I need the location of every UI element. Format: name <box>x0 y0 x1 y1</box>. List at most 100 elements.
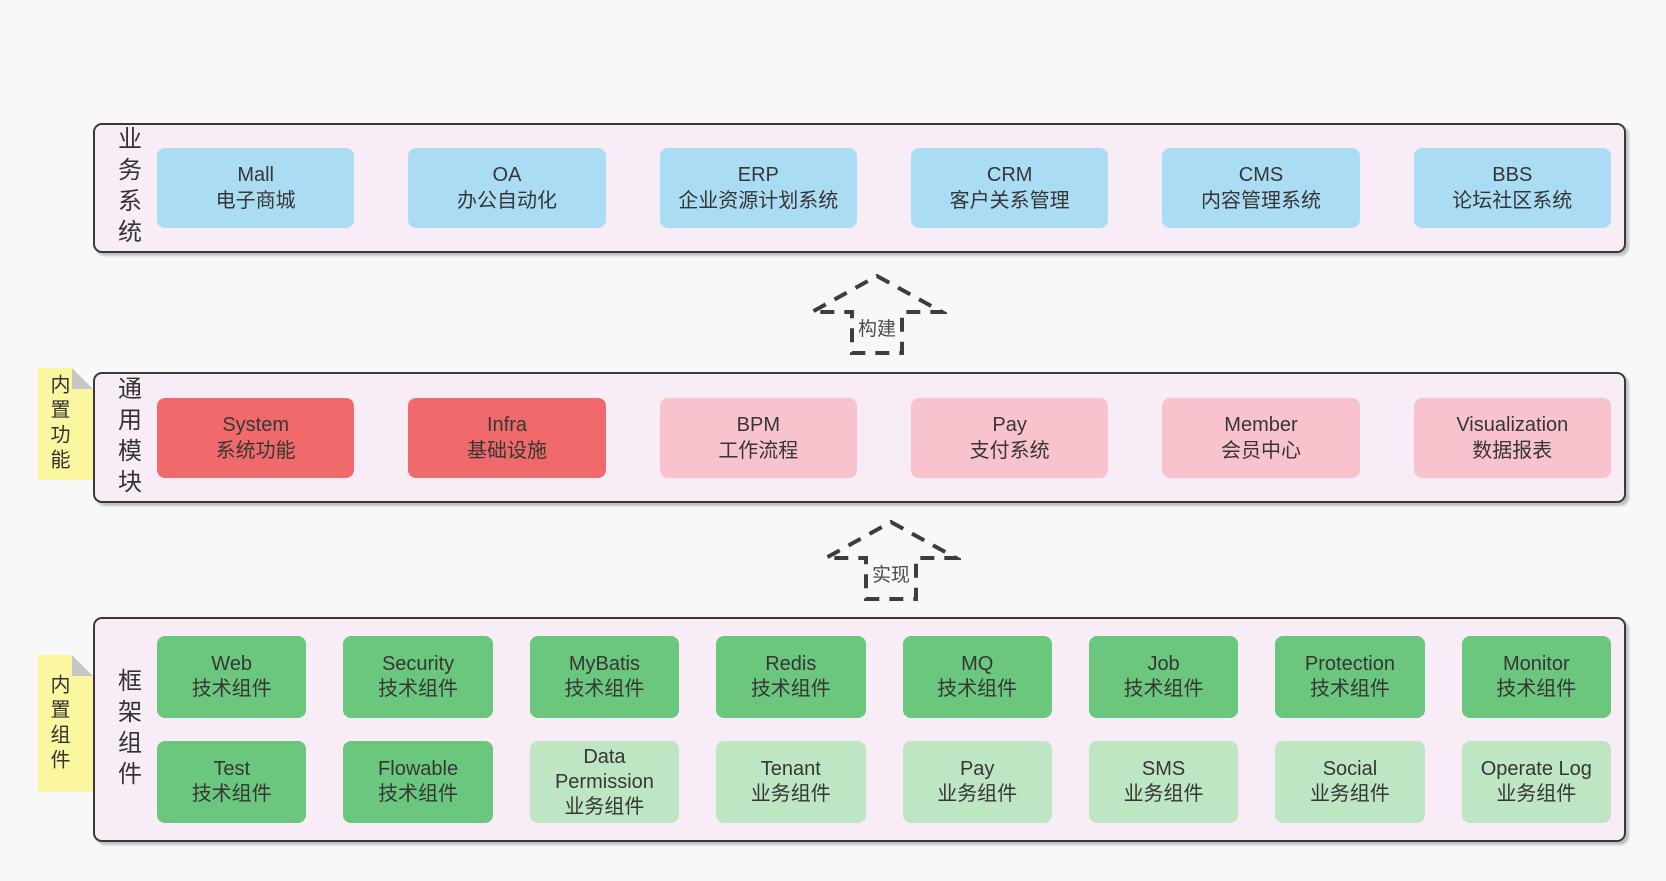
box-web: Web 技术组件 <box>157 636 307 718</box>
box-subtitle: 企业资源计划系统 <box>678 190 839 212</box>
framework-row-1: Web 技术组件 Security 技术组件 MyBatis 技术组件 Redi… <box>157 636 1611 718</box>
box-infra: Infra 基础设施 <box>408 397 606 478</box>
box-subtitle: 技术组件 <box>1496 678 1577 700</box>
box-title: Test <box>213 758 251 780</box>
box-subtitle: 技术组件 <box>1309 678 1390 700</box>
section-title-modules: 通用模块 <box>113 375 141 500</box>
box-mall: Mall 电子商城 <box>157 148 355 228</box>
box-pay-component: Pay 业务组件 <box>902 741 1052 823</box>
box-data-permission: Data Permission 业务组件 <box>529 741 680 823</box>
box-subtitle: 业务组件 <box>1309 783 1390 805</box>
box-subtitle: 技术组件 <box>750 678 831 700</box>
box-monitor: Monitor 技术组件 <box>1461 636 1611 718</box>
box-title: BPM <box>736 413 780 436</box>
box-subtitle: 业务组件 <box>937 783 1018 805</box>
box-title: Protection <box>1304 653 1395 675</box>
sticky-label: 内置组件 <box>47 673 69 774</box>
box-subtitle: 客户关系管理 <box>949 190 1070 212</box>
box-title: Member <box>1224 413 1298 436</box>
box-subtitle: 数据报表 <box>1472 439 1553 462</box>
sticky-label: 内置功能 <box>47 374 69 474</box>
box-operate-log: Operate Log 业务组件 <box>1461 741 1611 823</box>
box-title: CMS <box>1238 164 1284 186</box>
box-crm: CRM 客户关系管理 <box>910 148 1109 228</box>
section-title-framework: 框架组件 <box>113 667 141 792</box>
box-subtitle: 技术组件 <box>191 678 272 700</box>
box-title: Monitor <box>1502 653 1570 675</box>
box-subtitle: 基础设施 <box>466 439 547 462</box>
box-protection: Protection 技术组件 <box>1275 636 1425 718</box>
box-subtitle: 业务组件 <box>1123 783 1204 805</box>
box-title: Web <box>211 653 253 675</box>
box-pay: Pay 支付系统 <box>910 397 1109 478</box>
sticky-note-builtin-features: 内置功能 <box>38 368 93 480</box>
box-subtitle: 技术组件 <box>1123 678 1204 700</box>
box-mybatis: MyBatis 技术组件 <box>529 636 680 718</box>
arrow-up-implement: 实现 <box>821 518 961 602</box>
box-title: ERP <box>737 164 779 186</box>
box-title: Flowable <box>378 758 459 780</box>
box-subtitle: 论坛社区系统 <box>1452 190 1573 212</box>
section-title-business: 业务系统 <box>113 126 141 250</box>
dashed-up-arrow-icon <box>821 519 961 601</box>
box-title: Infra <box>486 413 527 436</box>
box-job: Job 技术组件 <box>1088 636 1239 718</box>
box-bpm: BPM 工作流程 <box>659 397 857 478</box>
box-erp: ERP 企业资源计划系统 <box>659 148 857 228</box>
box-title: Data Permission <box>554 745 654 793</box>
dashed-up-arrow-icon <box>807 273 947 355</box>
box-system: System 系统功能 <box>157 397 355 478</box>
box-subtitle: 业务组件 <box>564 795 645 818</box>
box-subtitle: 技术组件 <box>191 783 272 805</box>
box-title: Pay <box>959 758 995 780</box>
box-subtitle: 办公自动化 <box>456 190 557 212</box>
box-subtitle: 技术组件 <box>937 678 1018 700</box>
modules-box-row: System 系统功能 Infra 基础设施 BPM 工作流程 Pay 支付系统… <box>157 374 1611 501</box>
box-mq: MQ 技术组件 <box>902 636 1052 718</box>
sticky-note-builtin-components: 内置组件 <box>38 655 93 792</box>
framework-box-grid: Web 技术组件 Security 技术组件 MyBatis 技术组件 Redi… <box>157 619 1611 840</box>
folded-corner-icon <box>72 368 93 389</box>
box-title: Security <box>381 653 455 675</box>
box-subtitle: 技术组件 <box>378 678 459 700</box>
box-tenant: Tenant 业务组件 <box>716 741 866 823</box>
box-title: Pay <box>992 413 1027 436</box>
arrow-label-implement: 实现 <box>867 559 915 588</box>
box-title: Social <box>1322 758 1378 780</box>
box-subtitle: 业务组件 <box>750 783 831 805</box>
box-flowable: Flowable 技术组件 <box>343 741 493 823</box>
box-test: Test 技术组件 <box>157 741 307 823</box>
box-title: Visualization <box>1456 413 1569 436</box>
box-title: Job <box>1147 653 1180 675</box>
box-title: Tenant <box>760 758 821 780</box>
section-business-systems: 业务系统 Mall 电子商城 OA 办公自动化 ERP 企业资源计划系统 CRM… <box>93 123 1626 253</box>
box-security: Security 技术组件 <box>343 636 493 718</box>
box-subtitle: 工作流程 <box>718 439 799 462</box>
box-redis: Redis 技术组件 <box>716 636 866 718</box>
box-sms: SMS 业务组件 <box>1088 741 1239 823</box>
section-framework-components: 框架组件 Web 技术组件 Security 技术组件 MyBatis 技术组件… <box>93 617 1626 842</box>
box-subtitle: 电子商城 <box>215 190 296 212</box>
box-subtitle: 技术组件 <box>564 678 645 700</box>
box-title: Mall <box>237 164 274 186</box>
box-title: Redis <box>765 653 817 675</box>
box-title: System <box>222 413 289 436</box>
box-bbs: BBS 论坛社区系统 <box>1413 148 1611 228</box>
section-common-modules: 通用模块 System 系统功能 Infra 基础设施 BPM 工作流程 Pay… <box>93 372 1626 503</box>
box-subtitle: 内容管理系统 <box>1200 190 1321 212</box>
box-oa: OA 办公自动化 <box>408 148 606 228</box>
box-social: Social 业务组件 <box>1275 741 1425 823</box>
folded-corner-icon <box>72 655 93 676</box>
box-title: CRM <box>986 164 1033 186</box>
business-box-row: Mall 电子商城 OA 办公自动化 ERP 企业资源计划系统 CRM 客户关系… <box>157 125 1611 251</box>
box-subtitle: 系统功能 <box>215 439 296 462</box>
box-cms: CMS 内容管理系统 <box>1162 148 1360 228</box>
box-subtitle: 会员中心 <box>1220 439 1301 462</box>
arrow-up-build: 构建 <box>807 272 947 356</box>
box-visualization: Visualization 数据报表 <box>1413 397 1611 478</box>
box-title: OA <box>492 164 522 186</box>
box-title: BBS <box>1492 164 1533 186</box>
framework-row-2: Test 技术组件 Flowable 技术组件 Data Permission … <box>157 741 1611 823</box>
box-subtitle: 技术组件 <box>378 783 459 805</box>
